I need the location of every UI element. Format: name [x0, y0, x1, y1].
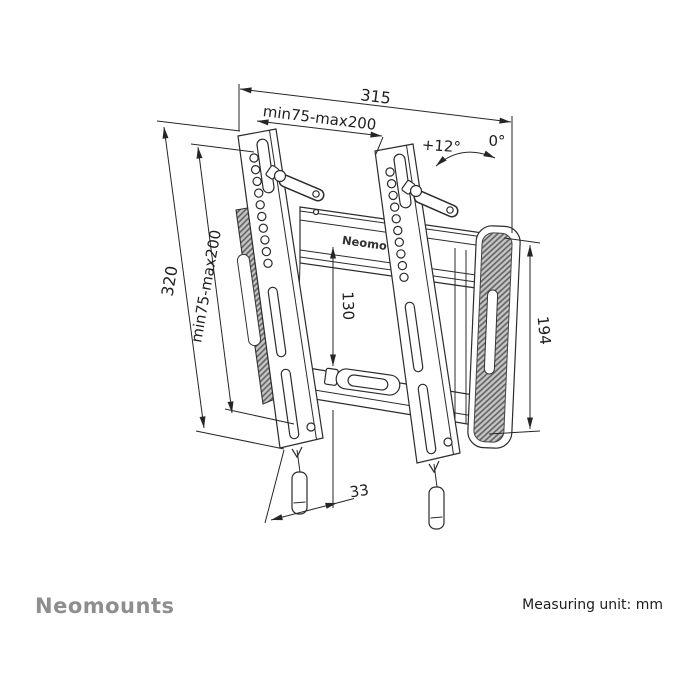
pull-cord-left [291, 449, 308, 515]
measuring-unit-note: Measuring unit: mm [522, 597, 663, 613]
slide-lock [323, 367, 401, 396]
tilt-angle-label: +12° [421, 136, 461, 157]
dim-bottom-gap-label: 33 [349, 481, 370, 501]
zero-angle-label: 0° [488, 132, 505, 150]
tilt-arm-left [278, 174, 325, 202]
tilt-arm-right [413, 190, 459, 218]
pull-cord-right [428, 463, 445, 530]
tilt-bolt-left [265, 164, 287, 183]
dimension-lines [156, 84, 541, 524]
right-bracket [374, 143, 461, 474]
dim-vesa-height-label: min75-max200 [187, 228, 225, 344]
dim-total-height-label: 320 [158, 264, 182, 297]
dim-bracket-height-label: 194 [534, 315, 555, 345]
plate-brand-label: Neomo [341, 233, 388, 253]
dim-inner-height-label: 130 [339, 291, 358, 320]
brand-logo: Neomounts [35, 594, 175, 618]
left-bracket [237, 128, 324, 459]
dim-total-width-label: 315 [359, 85, 392, 108]
dim-vesa-width-label: min75-max200 [262, 102, 377, 134]
tilt-bolt-right [401, 179, 423, 198]
right-spacer-pad [467, 225, 521, 449]
